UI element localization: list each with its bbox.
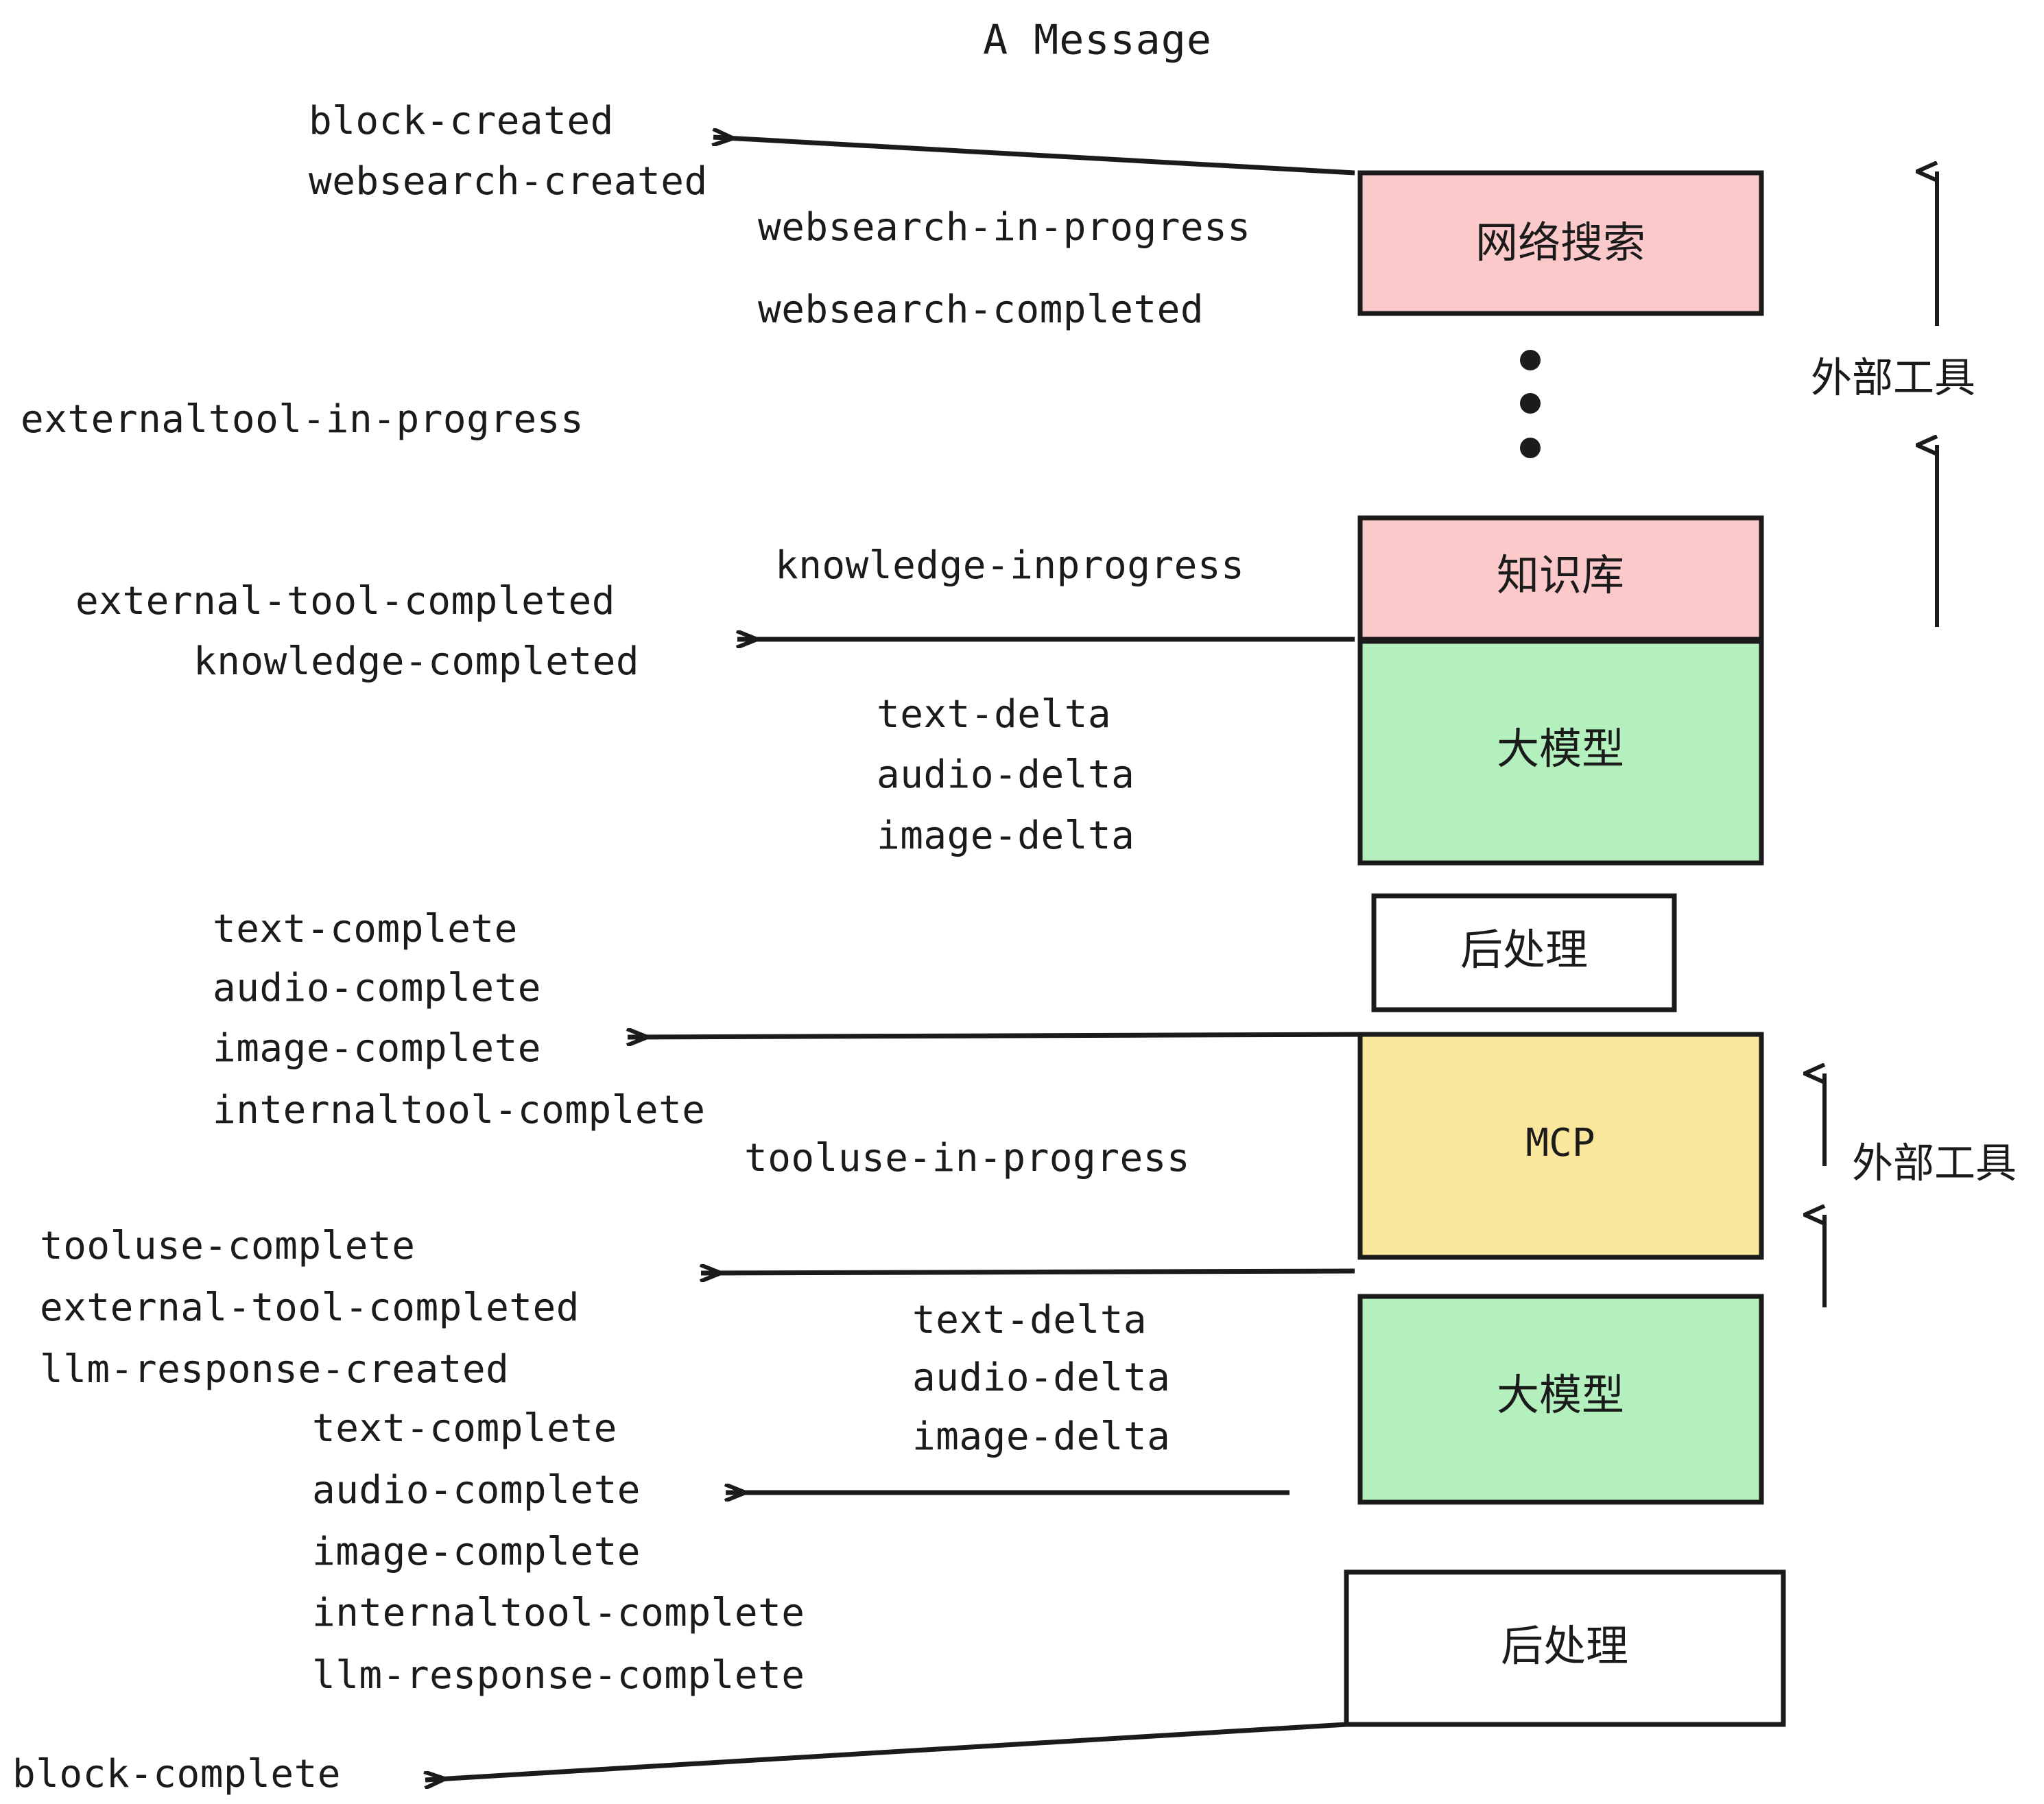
node-mcp-label: MCP [1525,1121,1595,1165]
event-external-tool-completed-2: external-tool-completed [40,1285,580,1330]
node-knowledge-base-label: 知识库 [1497,550,1624,600]
node-websearch[interactable]: 网络搜索 [1357,170,1764,316]
event-text-complete-1: text-complete [213,907,518,951]
event-websearch-created: websearch-created [309,159,708,204]
event-websearch-completed: websearch-completed [758,287,1204,332]
external-tools-lower-label: 外部工具 [1852,1140,2017,1188]
event-tooluse-in-progress: tooluse-in-progress [744,1136,1190,1180]
event-text-complete-2: text-complete [312,1406,617,1451]
arrow-mcp-to-tooluse-complete [701,1271,1355,1273]
event-external-tool-completed-1: external-tool-completed [75,579,615,624]
node-llm-first[interactable]: 大模型 [1357,639,1764,866]
node-mcp[interactable]: MCP [1357,1032,1764,1260]
event-image-delta-1: image-delta [877,814,1134,858]
event-externaltool-in-progress: externaltool-in-progress [21,397,584,442]
node-postprocess-bottom-label: 后处理 [1501,1621,1628,1671]
external-tools-lower-annotation: 外部工具 [1825,1073,2017,1307]
event-internaltool-complete-1: internaltool-complete [213,1088,706,1132]
event-image-complete-1: image-complete [213,1026,541,1071]
node-llm-first-label: 大模型 [1497,724,1624,774]
node-llm-second[interactable]: 大模型 [1357,1294,1764,1505]
event-llm-response-created: llm-response-created [40,1347,509,1392]
event-image-delta-2: image-delta [912,1414,1170,1459]
event-internaltool-complete-2: internaltool-complete [312,1591,805,1635]
arrow-websearch-to-block-created [713,137,1355,176]
node-knowledge-base-rect [1357,515,1764,642]
external-tools-upper-annotation: 外部工具 [1811,171,1975,627]
page-title: A Message [983,16,1212,64]
node-postprocess-top-label: 后处理 [1460,925,1588,975]
arrow-postprocess-bottom-to-block-complete [425,1722,1347,1780]
event-audio-complete-2: audio-complete [312,1468,641,1512]
event-block-created: block-created [309,99,614,143]
node-postprocess-bottom-rect [1344,1569,1786,1727]
event-block-complete: block-complete [12,1752,341,1796]
event-websearch-in-progress: websearch-in-progress [758,205,1251,250]
node-mcp-rect [1357,1032,1764,1260]
event-audio-delta-1: audio-delta [877,752,1134,797]
event-audio-delta-2: audio-delta [912,1355,1170,1400]
event-tooluse-complete: tooluse-complete [40,1224,415,1268]
external-tools-upper-label: 外部工具 [1811,355,1975,403]
node-llm-second-label: 大模型 [1497,1370,1624,1420]
node-postprocess-bottom[interactable]: 后处理 [1344,1569,1786,1727]
node-postprocess-top[interactable]: 后处理 [1371,893,1677,1012]
node-llm-first-rect [1357,639,1764,866]
arrow-postprocess-to-image-complete [628,1034,1369,1037]
node-websearch-label: 网络搜索 [1475,217,1645,268]
event-image-complete-2: image-complete [312,1530,641,1574]
event-audio-complete-1: audio-complete [213,966,541,1010]
node-websearch-rect [1357,170,1764,316]
vertical-ellipsis-icon [1520,350,1541,458]
event-knowledge-inprogress: knowledge-inprogress [775,543,1244,588]
node-knowledge-base[interactable]: 知识库 [1357,515,1764,642]
node-postprocess-top-rect [1371,893,1677,1012]
event-llm-response-complete: llm-response-complete [312,1653,805,1698]
event-knowledge-completed: knowledge-completed [193,639,639,684]
event-text-delta-2: text-delta [912,1298,1147,1342]
node-llm-second-rect [1357,1294,1764,1505]
event-text-delta-1: text-delta [877,692,1111,737]
